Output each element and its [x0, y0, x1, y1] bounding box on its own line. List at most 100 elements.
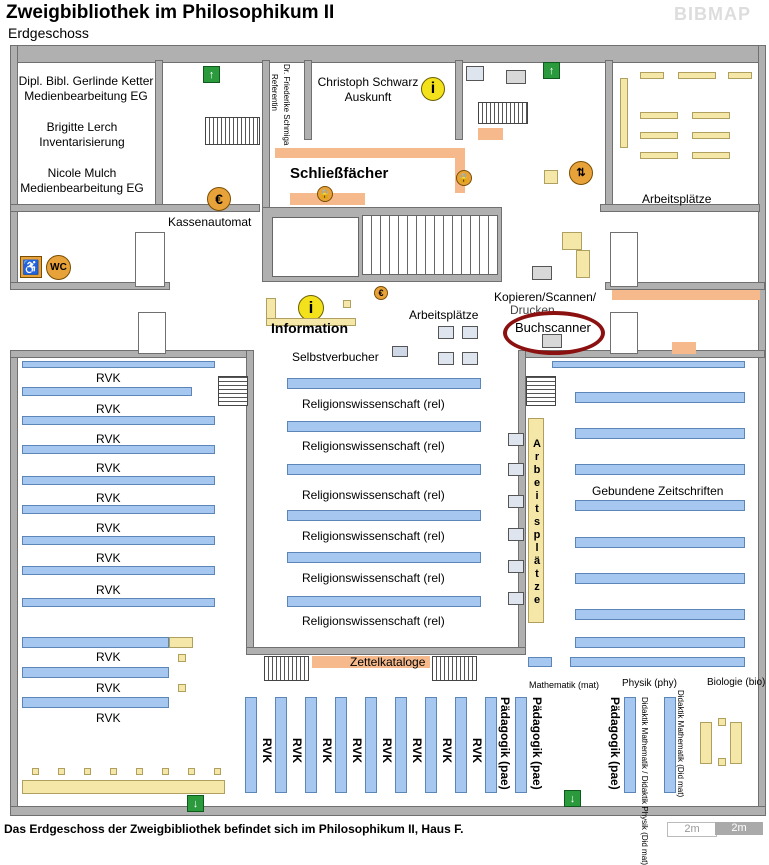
table-ur-9 [692, 152, 730, 159]
wall-office-divider3 [304, 60, 312, 140]
workspace-strip [528, 418, 544, 623]
rvk-bottom-label-4: RVK [380, 738, 394, 764]
table-br-3 [718, 718, 726, 726]
journals-label: Gebundene Zeitschriften [592, 484, 724, 498]
table-br-2 [730, 722, 742, 764]
printer-icon-1 [532, 266, 552, 280]
table-ur-10 [620, 78, 628, 148]
phys-label: Physik (phy) [622, 678, 678, 689]
shelf-paed-1 [515, 697, 527, 793]
wall-office-divider [155, 60, 163, 205]
wall-pillar-3 [610, 232, 638, 287]
lock-icon-1: 🔒 [317, 186, 333, 202]
shelf-left-4 [22, 476, 215, 485]
pc-strip-5 [508, 560, 524, 573]
shelf-bottom-7 [455, 697, 467, 793]
bookscanner-highlight-ring [503, 311, 605, 355]
shelf-rel-4 [287, 552, 481, 563]
shelf-left-6 [22, 536, 215, 545]
shelf-right-1 [575, 392, 745, 403]
rel-label-5: Religionswissenschaft (rel) [302, 614, 445, 628]
printer-icon-2 [542, 334, 562, 348]
locker-bay-left [272, 217, 359, 277]
rvk-left-label-10: RVK [96, 711, 121, 725]
table-ur-12 [562, 232, 582, 250]
wall-office-divider5 [605, 60, 613, 210]
table-bl-7 [188, 768, 195, 775]
paed-label-0: Pädagogik (pae) [498, 697, 512, 790]
corridor-band-4 [478, 128, 503, 140]
catalog-band [312, 656, 430, 668]
rel-label-0: Religionswissenschaft (rel) [302, 397, 445, 411]
table-bl-3 [84, 768, 91, 775]
shelf-rel-3 [287, 510, 481, 521]
rvk-bottom-label-5: RVK [410, 738, 424, 764]
table-bl-4 [110, 768, 117, 775]
rel-label-2: Religionswissenschaft (rel) [302, 488, 445, 502]
table-ur-2 [678, 72, 716, 79]
table-bl-8 [214, 768, 221, 775]
wall-office-divider2 [262, 60, 270, 210]
table-ur-7 [692, 132, 730, 139]
rvk-left-label-2: RVK [96, 432, 121, 446]
table-ur-3 [728, 72, 752, 79]
rvk-left-label-4: RVK [96, 491, 121, 505]
exit-icon-top-left: ↑ [203, 66, 220, 83]
workspaces-label: Arbeitsplätze [409, 308, 479, 322]
outer-wall-bottom [10, 806, 766, 816]
exit-icon-bottom-right: ↓ [564, 790, 581, 807]
rvk-bottom-label-0: RVK [260, 738, 274, 764]
exit-icon-bottom-left: ↓ [187, 795, 204, 812]
shelf-phys [570, 657, 745, 667]
info-icon-top: i [421, 77, 445, 101]
shelf-math [528, 657, 552, 667]
wall-right-band [600, 204, 760, 212]
shelf-right-2 [575, 428, 745, 439]
shelf-right-6 [575, 573, 745, 584]
math-label: Mathematik (mat) [529, 680, 600, 690]
shelf-left-3 [22, 445, 215, 454]
shelf-bottom-8 [485, 697, 497, 793]
rvk-left-label-3: RVK [96, 461, 121, 475]
info-desk-3 [343, 300, 351, 308]
wc-icon: WC [46, 255, 71, 280]
computer-icon-4 [462, 352, 478, 365]
exit-icon-top-right: ↑ [543, 62, 560, 79]
table-ur-1 [640, 72, 664, 79]
table-ur-11 [544, 170, 558, 184]
outer-wall-top [10, 45, 766, 63]
stairs-hall-right [526, 376, 556, 406]
floor-label: Erdgeschoss [8, 25, 89, 41]
table-bl-5 [136, 768, 143, 775]
wall-pillar-4 [610, 312, 638, 354]
table-ur-6 [640, 132, 678, 139]
did-label-1: Didaktik Mathematik / Didaktik Physik (D… [640, 697, 649, 865]
computer-icon-1 [438, 326, 454, 339]
shelf-bottom-1 [275, 697, 287, 793]
rvk-bottom-label-2: RVK [320, 738, 334, 764]
shelf-right-0 [552, 361, 745, 368]
rel-label-4: Religionswissenschaft (rel) [302, 571, 445, 585]
shelf-right-5 [575, 537, 745, 548]
shelf-bottom-6 [425, 697, 437, 793]
outer-wall-left-lower [10, 350, 18, 815]
shelf-left-9-end [169, 637, 193, 648]
wall-hall-bottom [246, 647, 526, 655]
outer-wall-right [758, 45, 766, 815]
computer-icon-3 [438, 352, 454, 365]
small-table-left-1 [178, 654, 186, 662]
rvk-bottom-label-6: RVK [440, 738, 454, 764]
small-table-left-2 [178, 684, 186, 692]
bio-label: Biologie (bio) [707, 677, 766, 688]
shelf-left-11 [22, 697, 169, 708]
corridor-band-6 [672, 342, 696, 354]
stairs-top-right [478, 102, 528, 124]
table-bl-6 [162, 768, 169, 775]
brand-logo: BIBMAP [674, 4, 751, 24]
paed-label-1: Pädagogik (pae) [530, 697, 544, 790]
shelf-left-9 [22, 637, 169, 648]
rvk-left-label-9: RVK [96, 681, 121, 695]
rvk-left-label-7: RVK [96, 583, 121, 597]
table-ur-5 [692, 112, 730, 119]
rvk-left-label-6: RVK [96, 551, 121, 565]
